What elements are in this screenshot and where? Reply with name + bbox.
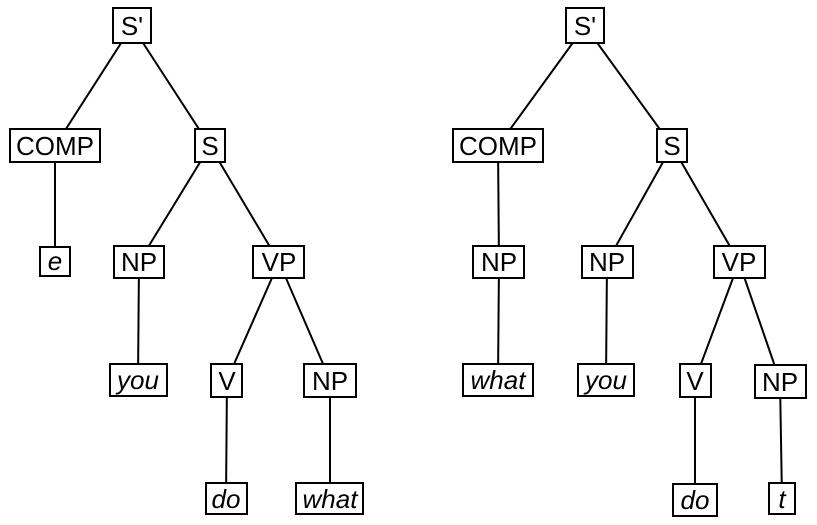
right-node-do-box (672, 483, 718, 517)
right-node-what: what (462, 363, 534, 397)
left-node-np-subject-box (113, 245, 165, 279)
left-edge-v-do (225, 379, 228, 499)
right-tree: S' COMP S NP NP VP what you (452, 7, 807, 517)
left-node-comp-label: COMP (16, 131, 94, 161)
left-node-np-object: NP (303, 363, 357, 398)
right-edge-np-you (605, 261, 608, 381)
left-tree: S' COMP S e NP VP you V (9, 7, 364, 515)
right-node-what-box (462, 363, 534, 397)
right-node-t-label: t (778, 484, 787, 514)
right-node-s: S (656, 128, 688, 163)
right-node-v-label: V (686, 366, 704, 396)
left-node-s: S (194, 128, 226, 163)
right-node-s-box (656, 128, 688, 163)
left-node-vp-box (252, 245, 305, 279)
left-node-s-box (194, 128, 226, 163)
right-node-vp-label: VP (722, 247, 757, 277)
right-edge-np-what (497, 261, 500, 381)
right-node-you: you (577, 363, 635, 397)
right-edge-vp-v (694, 261, 740, 381)
right-node-do-label: do (681, 485, 710, 515)
right-node-comp: COMP (452, 128, 544, 163)
right-node-np-subject-label: NP (589, 247, 625, 277)
left-node-you-label: you (115, 365, 159, 395)
left-node-do-label: do (212, 484, 241, 514)
left-node-what-box (295, 482, 364, 515)
right-node-np-subject-box (581, 245, 634, 279)
left-node-you: you (109, 363, 168, 397)
right-node-t: t (768, 482, 796, 515)
left-node-np-object-label: NP (312, 366, 348, 396)
right-node-v-box (679, 363, 712, 398)
left-node-comp-box (9, 128, 101, 163)
left-node-you-box (109, 363, 168, 397)
right-node-sbar-box (565, 7, 605, 44)
right-node-comp-label: COMP (459, 131, 537, 161)
left-edge-s-np (138, 145, 211, 263)
left-node-sbar-label: S' (121, 11, 143, 41)
left-edge-sbar-s (131, 25, 211, 147)
left-node-do: do (205, 482, 248, 515)
right-node-np-comp-label: NP (481, 247, 517, 277)
right-node-np-object-box (754, 364, 807, 399)
left-node-np-subject: NP (113, 245, 165, 279)
left-node-np-subject-label: NP (121, 247, 157, 277)
right-node-do: do (672, 483, 718, 517)
right-node-v: V (679, 363, 712, 398)
left-node-what-label: what (303, 484, 360, 514)
left-edge-vp-np (278, 261, 331, 381)
left-node-v-label: V (218, 366, 236, 396)
left-node-v: V (210, 363, 243, 398)
left-node-e-box (39, 246, 71, 277)
right-node-np-comp: NP (472, 245, 525, 279)
left-node-v-box (210, 363, 243, 398)
left-node-s-label: S (201, 131, 218, 161)
left-node-sbar-box (112, 7, 152, 44)
left-node-e: e (39, 246, 71, 277)
left-edge-s-vp (209, 145, 280, 263)
right-node-vp: VP (713, 245, 766, 279)
right-edge-vp-np (738, 261, 781, 382)
left-node-vp-label: VP (262, 247, 297, 277)
left-node-sbar: S' (112, 7, 152, 44)
right-node-np-comp-box (472, 245, 525, 279)
right-edge-s-np (606, 145, 673, 263)
right-node-comp-box (452, 128, 544, 163)
right-edge-np-t (779, 380, 783, 500)
left-node-np-object-box (303, 363, 357, 398)
left-node-vp: VP (252, 245, 305, 279)
left-node-e-label: e (48, 246, 62, 276)
left-node-what: what (295, 482, 364, 515)
right-node-sbar: S' (565, 7, 605, 44)
right-node-np-object: NP (754, 364, 807, 399)
left-edge-np-you (137, 261, 140, 381)
right-node-you-box (577, 363, 635, 397)
left-edge-vp-v (226, 261, 280, 381)
right-node-np-subject: NP (581, 245, 634, 279)
right-node-what-label: what (471, 365, 528, 395)
left-node-comp: COMP (9, 128, 101, 163)
right-node-s-label: S (663, 131, 680, 161)
right-edge-sbar-s (584, 25, 673, 147)
right-edge-comp-np (497, 145, 500, 263)
right-node-np-object-label: NP (762, 367, 798, 397)
left-node-do-box (205, 482, 248, 515)
right-node-you-label: you (583, 365, 627, 395)
right-node-sbar-label: S' (574, 11, 596, 41)
right-edge-sbar-comp (497, 25, 586, 147)
left-edge-sbar-comp (54, 25, 133, 147)
right-edge-s-vp (671, 145, 740, 263)
right-node-t-box (768, 482, 796, 515)
right-node-vp-box (713, 245, 766, 279)
